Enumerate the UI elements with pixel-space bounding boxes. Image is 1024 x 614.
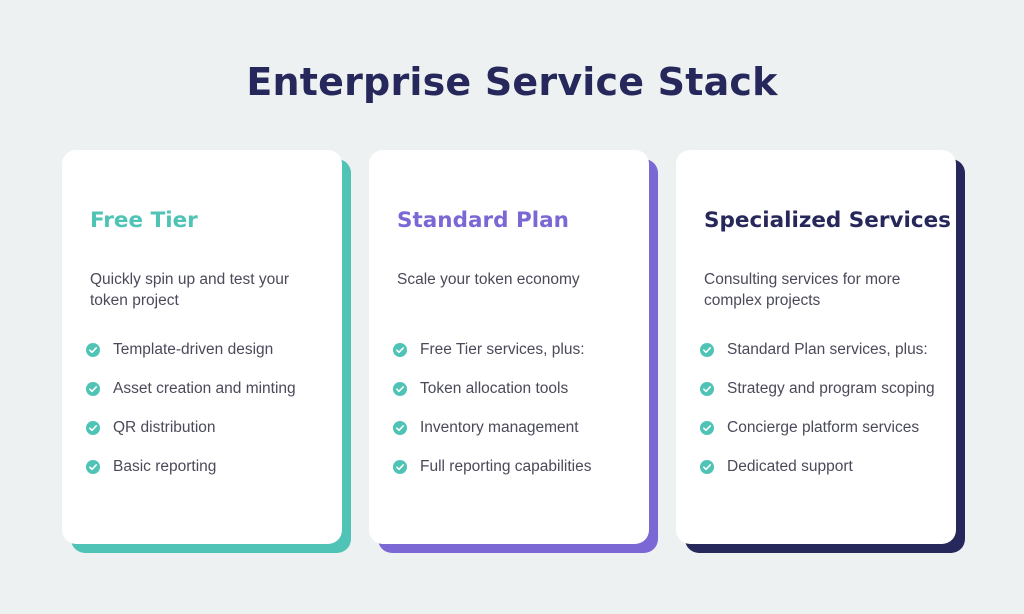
feature-item: Token allocation tools	[393, 369, 591, 408]
feature-label: Inventory management	[420, 418, 579, 436]
feature-item: Dedicated support	[700, 447, 935, 486]
feature-item: Asset creation and minting	[86, 369, 296, 408]
feature-label: Dedicated support	[727, 457, 853, 475]
feature-item: QR distribution	[86, 408, 296, 447]
card-description: Scale your token economy	[397, 271, 580, 288]
feature-label: Basic reporting	[113, 457, 217, 475]
check-circle-icon	[700, 342, 714, 357]
card-description: Consulting services for more complex pro…	[704, 271, 901, 309]
feature-item: Full reporting capabilities	[393, 447, 591, 486]
check-circle-icon	[393, 381, 407, 396]
feature-label: Free Tier services, plus:	[420, 340, 585, 358]
feature-label: Standard Plan services, plus:	[727, 340, 928, 358]
feature-list: Template-driven design Asset creation an…	[86, 330, 296, 486]
card-body: Standard Plan Scale your token economy F…	[369, 150, 649, 544]
check-circle-icon	[700, 420, 714, 435]
feature-item: Free Tier services, plus:	[393, 330, 591, 369]
card-description: Quickly spin up and test your token proj…	[90, 271, 290, 309]
card-free-tier: Free Tier Quickly spin up and test your …	[62, 150, 351, 553]
feature-label: Asset creation and minting	[113, 379, 296, 397]
feature-label: Full reporting capabilities	[420, 457, 592, 475]
card-standard-plan: Standard Plan Scale your token economy F…	[369, 150, 658, 553]
check-circle-icon	[700, 459, 714, 474]
feature-label: QR distribution	[113, 418, 216, 436]
feature-label: Strategy and program scoping	[727, 379, 935, 397]
feature-list: Free Tier services, plus: Token allocati…	[393, 330, 591, 486]
feature-list: Standard Plan services, plus: Strategy a…	[700, 330, 935, 486]
feature-label: Token allocation tools	[420, 379, 569, 397]
check-circle-icon	[86, 381, 100, 396]
card-specialized-services: Specialized Services Consulting services…	[676, 150, 965, 553]
check-circle-icon	[86, 459, 100, 474]
card-body: Specialized Services Consulting services…	[676, 150, 956, 544]
feature-item: Concierge platform services	[700, 408, 935, 447]
feature-label: Concierge platform services	[727, 418, 920, 436]
card-title: Specialized Services	[704, 208, 951, 233]
check-circle-icon	[86, 420, 100, 435]
feature-item: Standard Plan services, plus:	[700, 330, 935, 369]
card-title: Standard Plan	[397, 208, 569, 233]
check-circle-icon	[393, 459, 407, 474]
card-title: Free Tier	[90, 208, 198, 233]
feature-item: Basic reporting	[86, 447, 296, 486]
feature-item: Template-driven design	[86, 330, 296, 369]
feature-item: Strategy and program scoping	[700, 369, 935, 408]
check-circle-icon	[393, 420, 407, 435]
check-circle-icon	[393, 342, 407, 357]
card-body: Free Tier Quickly spin up and test your …	[62, 150, 342, 544]
check-circle-icon	[86, 342, 100, 357]
feature-item: Inventory management	[393, 408, 591, 447]
page-title: Enterprise Service Stack	[246, 60, 778, 104]
feature-label: Template-driven design	[113, 340, 274, 358]
check-circle-icon	[700, 381, 714, 396]
